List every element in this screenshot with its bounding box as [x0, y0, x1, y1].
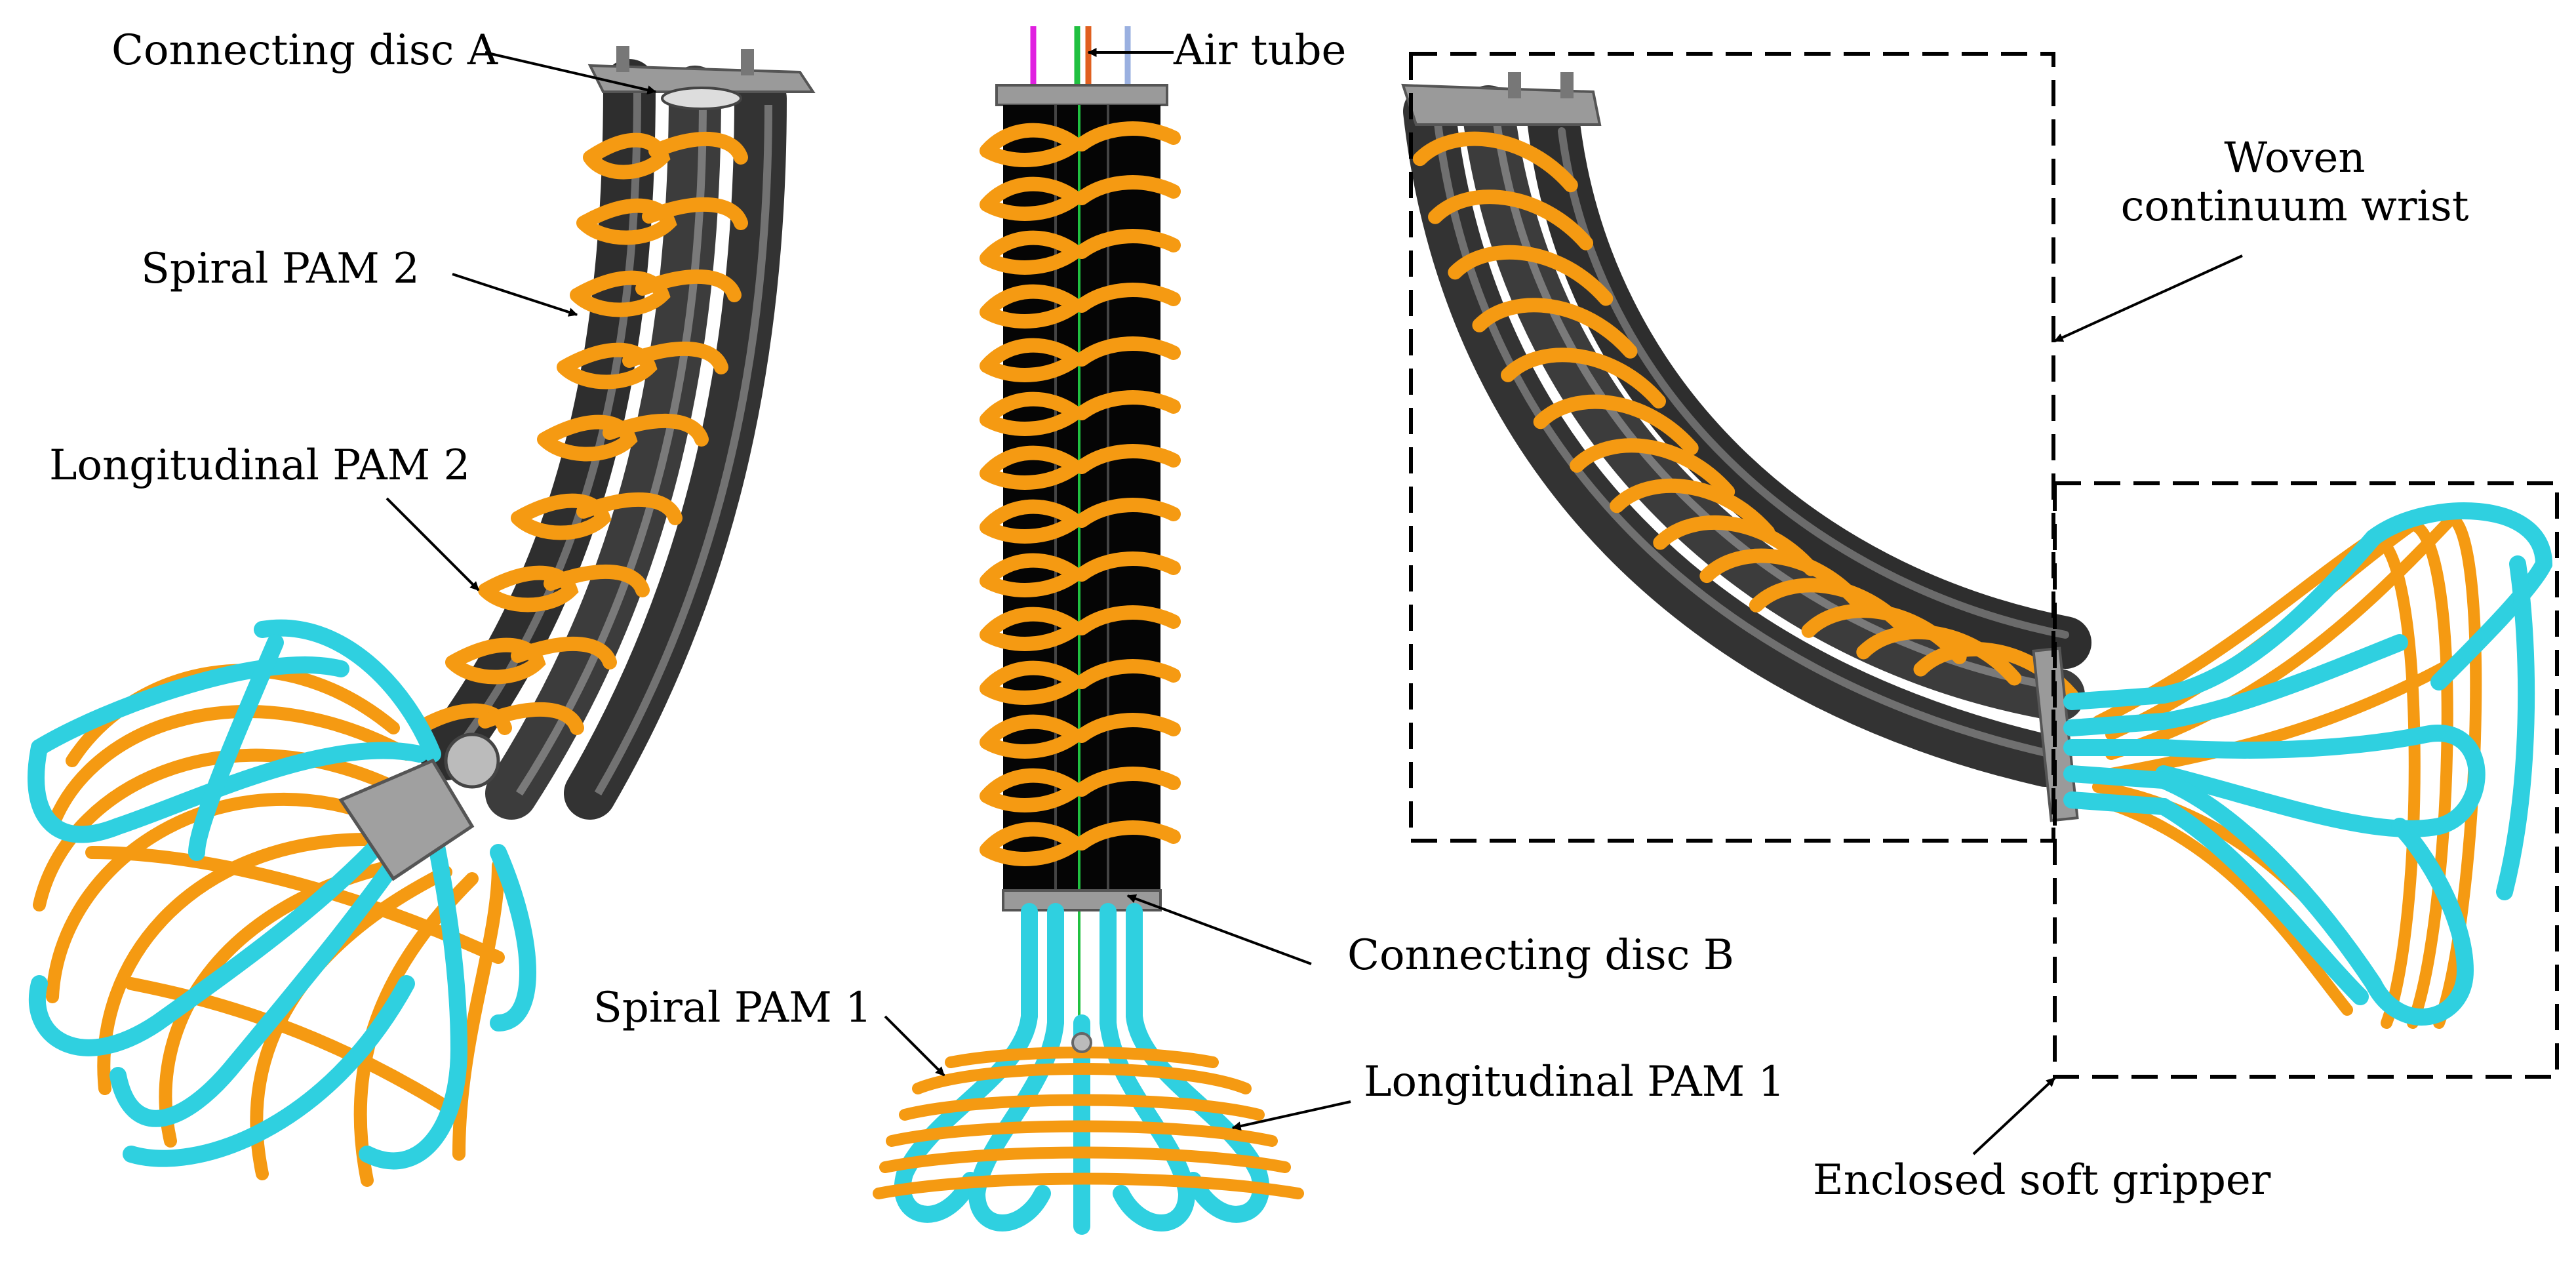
- middle-spiral-ring: [1075, 444, 1181, 474]
- left-connecting-disc-a: [587, 46, 816, 110]
- middle-spiral-ring: [1075, 713, 1181, 743]
- middle-spiral-ring: [1075, 229, 1181, 259]
- leader-connecting-disc-b: [1126, 894, 1312, 965]
- label-spiral-pam-2: Spiral PAM 2: [141, 245, 420, 293]
- middle-spiral-rings: [980, 121, 1181, 866]
- right-spiral-ring: [1472, 298, 1638, 359]
- right-spiral-ring: [1533, 394, 1699, 456]
- middle-spiral-ring: [1075, 659, 1181, 689]
- right-spiral-ring: [1610, 478, 1775, 540]
- right-spiral-rings: [1412, 131, 2079, 703]
- right-spiral-ring: [1653, 515, 1819, 576]
- label-longitudinal-pam-1: Longitudinal PAM 1: [1364, 1058, 1785, 1106]
- right-spiral-ring: [1501, 348, 1666, 409]
- label-longitudinal-pam-2: Longitudinal PAM 2: [49, 441, 471, 490]
- leader-longitudinal-pam-1: [1231, 1100, 1351, 1131]
- middle-spiral-ring: [1075, 820, 1181, 851]
- middle-spiral-ring: [1075, 551, 1181, 582]
- middle-spiral-ring: [1075, 121, 1181, 151]
- leader-spiral-pam-2: [452, 273, 578, 317]
- right-spiral-ring: [1570, 438, 1735, 499]
- left-spiral-rings: [412, 131, 748, 735]
- label-spiral-pam-1: Spiral PAM 1: [593, 984, 872, 1032]
- leader-connecting-disc-a: [485, 51, 657, 94]
- leader-spiral-pam-1: [884, 1015, 945, 1077]
- left-bent-assembly: [28, 46, 816, 1187]
- label-woven-continuum-wrist: Woven continuum wrist: [2105, 134, 2485, 231]
- right-soft-gripper: [2063, 502, 2553, 1029]
- label-air-tube: Air tube: [1174, 26, 1347, 75]
- middle-spiral-ring: [1075, 336, 1181, 367]
- leader-woven-continuum-wrist: [2053, 254, 2243, 342]
- wrist-dashed-box: [1409, 52, 2055, 843]
- leader-longitudinal-pam-2: [386, 497, 480, 591]
- right-spiral-ring: [1448, 245, 1614, 306]
- middle-spiral-ring: [1075, 767, 1181, 797]
- middle-spiral-ring: [1075, 390, 1181, 420]
- middle-spiral-ring: [1075, 605, 1181, 635]
- middle-spiral-ring: [1075, 283, 1181, 313]
- label-connecting-disc-b: Connecting disc B: [1347, 931, 1734, 980]
- middle-spiral-ring: [1075, 175, 1181, 205]
- right-spiral-ring: [1428, 190, 1594, 250]
- right-spiral-ring: [1856, 624, 2022, 686]
- leader-lines: [386, 48, 2243, 1155]
- label-woven-line1: Woven: [2224, 134, 2366, 182]
- label-enclosed-soft-gripper: Enclosed soft gripper: [1813, 1156, 2271, 1205]
- middle-spiral-ring: [1075, 498, 1181, 528]
- middle-top-disc: [995, 84, 1168, 106]
- middle-soft-gripper: [873, 903, 1304, 1235]
- leader-enclosed-soft-gripper: [1972, 1077, 2056, 1155]
- right-spiral-ring: [1412, 131, 1578, 193]
- gripper-dashed-box: [2053, 481, 2559, 1079]
- middle-straight-assembly: [873, 26, 1304, 1235]
- air-tubes: [1030, 26, 1131, 92]
- left-soft-gripper: [28, 619, 536, 1187]
- right-bent-assembly: [1401, 72, 2553, 1029]
- label-woven-line2: continuum wrist: [2120, 182, 2469, 231]
- label-connecting-disc-a: Connecting disc A: [111, 26, 498, 75]
- right-connecting-disc-a: [1401, 72, 1602, 126]
